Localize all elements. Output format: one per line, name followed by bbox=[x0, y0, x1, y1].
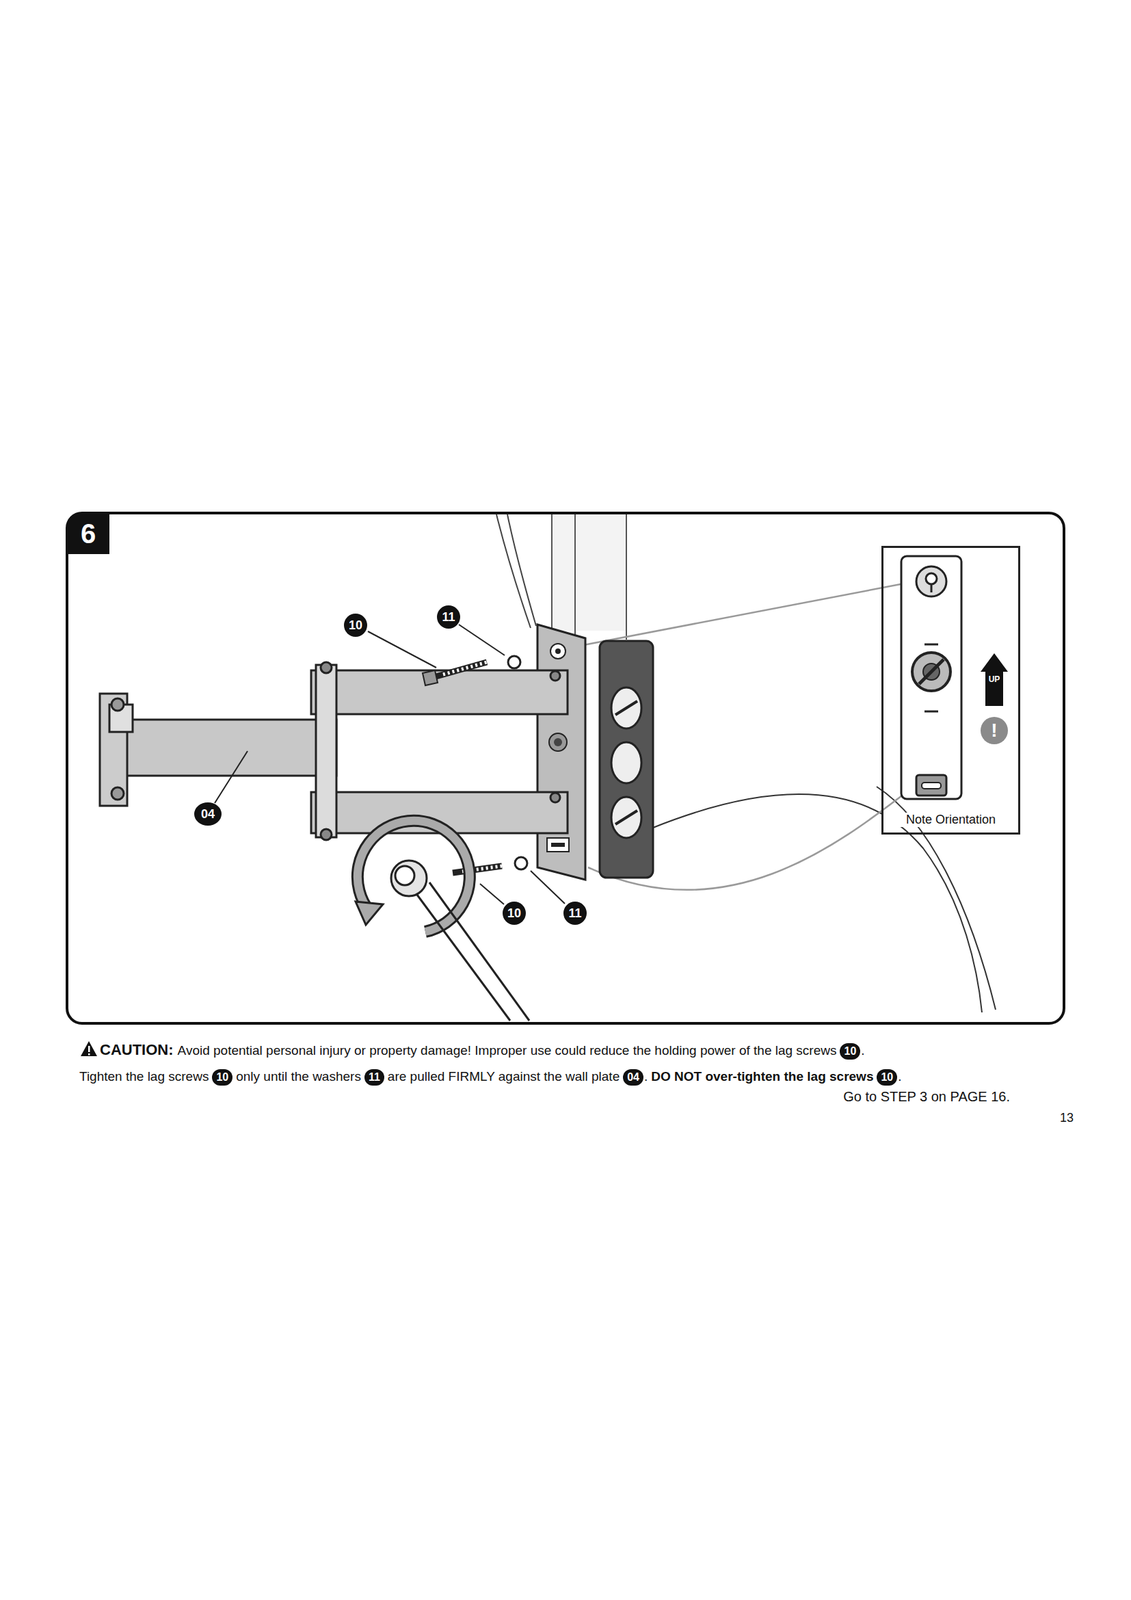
node-text: 04 bbox=[627, 1063, 640, 1090]
inline-callout: 10 bbox=[876, 1068, 898, 1086]
step-frame bbox=[67, 512, 1064, 1023]
arrow-label: UP bbox=[985, 674, 1004, 684]
caution-sentence: DO NOT over-tighten the lag screws bbox=[650, 1068, 874, 1084]
node-text: 11 bbox=[441, 609, 455, 625]
inset-box: Note Orientation bbox=[881, 545, 1021, 835]
caution-line: Tighten the lag screws10only until the w… bbox=[79, 1063, 1078, 1090]
caution-heading: CAUTION: bbox=[99, 1040, 174, 1058]
node-text: 10 bbox=[843, 1038, 857, 1064]
callout-leader bbox=[214, 624, 565, 904]
callout-number: 10 bbox=[502, 901, 526, 925]
caution-sentence: only until the washers bbox=[235, 1068, 362, 1084]
inset-leader bbox=[579, 581, 915, 890]
cover-plate bbox=[599, 640, 654, 878]
caution-sentence: Avoid potential personal injury or prope… bbox=[177, 1042, 837, 1058]
callout-number: 11 bbox=[436, 605, 461, 629]
warning-icon: ! bbox=[980, 717, 1008, 743]
lag-screw bbox=[422, 655, 528, 873]
node-text: 10 bbox=[507, 906, 522, 921]
node-text: 04 bbox=[201, 806, 215, 822]
warning-triangle bbox=[80, 1040, 98, 1056]
page-number: 13 bbox=[1059, 1110, 1074, 1125]
page-reference: Go to STEP 3 on PAGE 16. bbox=[843, 1088, 1010, 1105]
node-text: Note Orientation bbox=[883, 812, 1019, 827]
orientation-inset bbox=[901, 555, 1008, 799]
node-text: 10 bbox=[216, 1063, 229, 1090]
inline-callout: 11 bbox=[364, 1068, 385, 1086]
caution-line: CAUTION:Avoid potential personal injury … bbox=[99, 1036, 1078, 1064]
wall-stud bbox=[496, 514, 627, 640]
callout-number: 04 bbox=[194, 802, 222, 826]
callout-number: 11 bbox=[563, 901, 587, 925]
inline-callout: 10 bbox=[211, 1068, 233, 1086]
caution-sentence: Tighten the lag screws bbox=[79, 1068, 209, 1084]
caution-sentence: are pulled FIRMLY against the wall plate bbox=[387, 1068, 620, 1084]
wall-plate bbox=[537, 624, 586, 880]
caution-sentence: . bbox=[860, 1042, 865, 1058]
caution-sentence: . bbox=[644, 1068, 648, 1084]
caution-text: CAUTION:Avoid potential personal injury … bbox=[79, 1036, 1078, 1090]
socket-wrench bbox=[355, 820, 530, 1021]
node-text: 11 bbox=[368, 1063, 381, 1090]
inline-callout: 04 bbox=[622, 1068, 644, 1086]
swing-arm bbox=[99, 661, 568, 840]
step-number: 6 bbox=[67, 512, 110, 554]
node-text: 10 bbox=[348, 618, 363, 633]
node-text: 6 bbox=[80, 518, 96, 550]
callout-number: 10 bbox=[343, 613, 368, 637]
node-text: 11 bbox=[568, 906, 582, 921]
caution-sentence: . bbox=[897, 1068, 902, 1084]
node-text: 10 bbox=[880, 1063, 894, 1090]
inline-callout: 10 bbox=[839, 1042, 861, 1060]
